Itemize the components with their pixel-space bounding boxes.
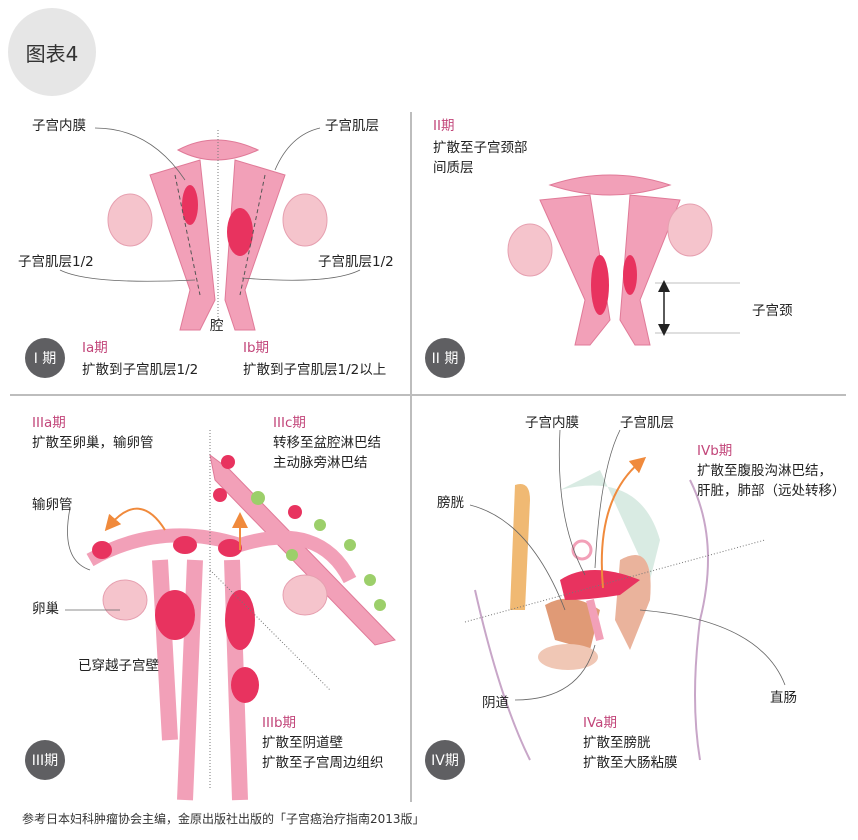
vertical-divider bbox=[410, 112, 412, 802]
stage2-badge: II 期 bbox=[425, 338, 465, 378]
label-ovary: 卵巢 bbox=[32, 601, 59, 617]
stage2-uterus-illustration bbox=[507, 174, 740, 346]
figure-title-badge: 图表4 bbox=[8, 8, 96, 96]
stage4a-title: IVa期 bbox=[583, 715, 617, 731]
label-myometrium-iv: 子宫肌层 bbox=[620, 415, 674, 431]
stage2-desc-line2: 间质层 bbox=[433, 160, 474, 176]
stage3c-desc-line1: 转移至盆腔淋巴结 bbox=[273, 435, 381, 451]
stage3-illustration bbox=[65, 430, 396, 801]
footer-source: 参考日本妇科肿瘤协会主编，金原出版社出版的「子宫癌治疗指南2013版」 bbox=[22, 812, 425, 826]
label-through-wall: 已穿越子宫壁 bbox=[78, 658, 159, 674]
label-endometrium-iv: 子宫内膜 bbox=[525, 415, 579, 431]
stage3-badge: III期 bbox=[25, 740, 65, 780]
stage4b-desc-line2: 肝脏，肺部（远处转移） bbox=[697, 483, 846, 499]
stage1-badge: I 期 bbox=[25, 338, 65, 378]
stage1a-title: Ia期 bbox=[82, 340, 108, 356]
horizontal-divider bbox=[10, 394, 846, 396]
stage1a-desc: 扩散到子宫肌层1/2 bbox=[82, 362, 199, 378]
stage4b-title: IVb期 bbox=[697, 443, 733, 459]
stage4-illustration bbox=[464, 429, 786, 761]
label-cavity: 腔 bbox=[210, 318, 224, 334]
stage2-desc-line1: 扩散至子宫颈部 bbox=[433, 140, 528, 156]
stage1-uterus-illustration bbox=[59, 127, 361, 331]
stage3c-title: IIIc期 bbox=[273, 415, 306, 431]
stage3a-desc: 扩散至卵巢，输卵管 bbox=[32, 435, 154, 451]
label-myometrium: 子宫肌层 bbox=[325, 118, 379, 134]
stage2-title: II期 bbox=[433, 118, 455, 134]
stage3b-desc-line2: 扩散至子宫周边组织 bbox=[262, 755, 384, 771]
stage4b-desc-line1: 扩散至腹股沟淋巴结， bbox=[697, 463, 832, 479]
stage3a-title: IIIa期 bbox=[32, 415, 66, 431]
stage3b-title: IIIb期 bbox=[262, 715, 297, 731]
label-cervix: 子宫颈 bbox=[752, 303, 793, 319]
stage4-badge: IV期 bbox=[425, 740, 465, 780]
stage3b-desc-line1: 扩散至阴道壁 bbox=[262, 735, 343, 751]
stage3c-desc-line2: 主动脉旁淋巴结 bbox=[273, 455, 368, 471]
stage4a-desc-line2: 扩散至大肠粘膜 bbox=[583, 755, 678, 771]
label-fallopian-tube: 输卵管 bbox=[32, 497, 73, 513]
label-vagina: 阴道 bbox=[482, 695, 509, 711]
stage1b-desc: 扩散到子宫肌层1/2以上 bbox=[243, 362, 387, 378]
stage1b-title: Ib期 bbox=[243, 340, 270, 356]
label-myometrium-half-left: 子宫肌层1/2 bbox=[18, 254, 94, 270]
label-myometrium-half-right: 子宫肌层1/2 bbox=[318, 254, 394, 270]
label-rectum: 直肠 bbox=[770, 690, 797, 706]
label-bladder: 膀胱 bbox=[437, 495, 464, 511]
label-endometrium: 子宫内膜 bbox=[32, 118, 86, 134]
stage4a-desc-line1: 扩散至膀胱 bbox=[583, 735, 651, 751]
